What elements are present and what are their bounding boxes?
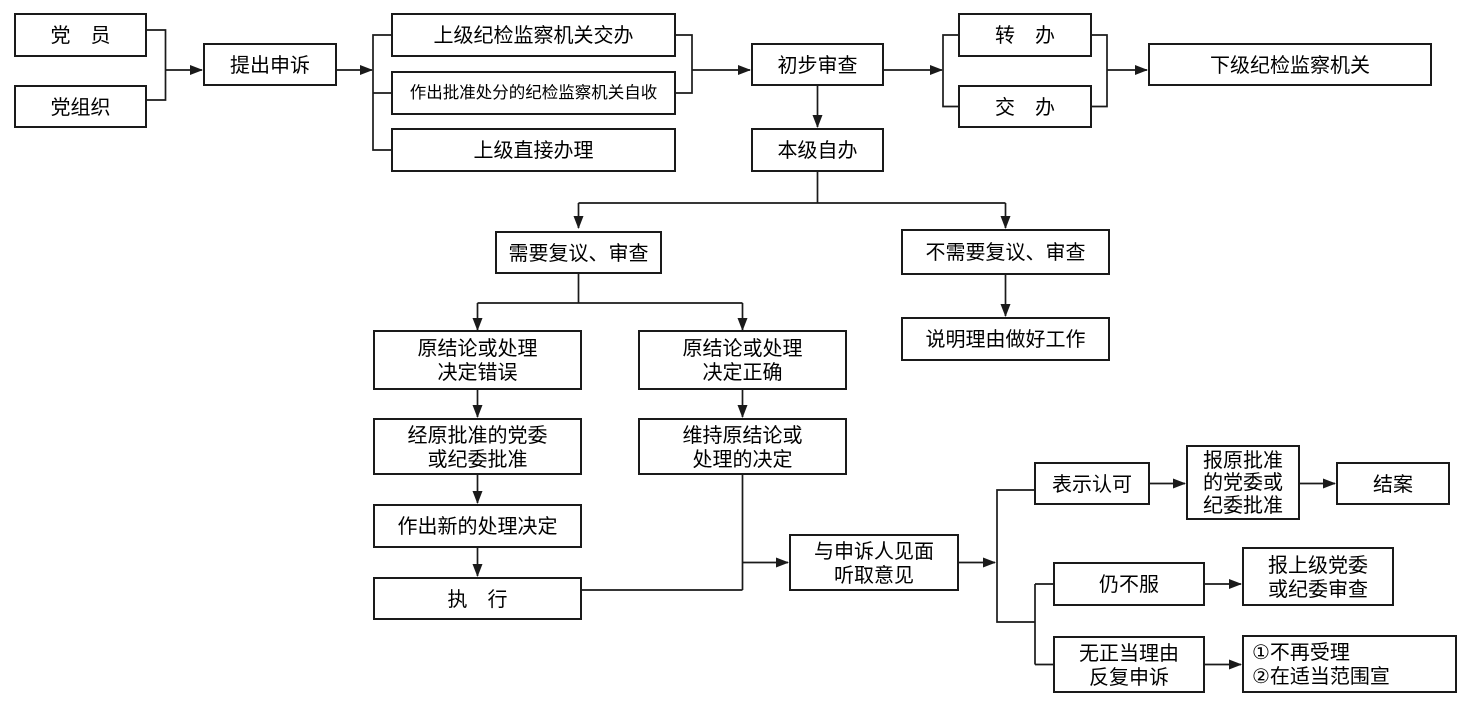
node-no-longer-accept: ①不再受理 ②在适当范围宣 <box>1242 635 1457 693</box>
node-party-member: 党 员 <box>14 13 147 57</box>
node-execute: 执 行 <box>373 577 582 620</box>
node-preliminary-review: 初步审查 <box>751 43 884 86</box>
node-original-decision-correct: 原结论或处理 决定正确 <box>638 330 847 390</box>
node-need-reconsideration: 需要复议、审查 <box>495 231 662 274</box>
node-repeated-appeal: 无正当理由 反复申诉 <box>1053 636 1205 693</box>
node-close-case: 结案 <box>1336 462 1450 505</box>
node-still-unconvinced: 仍不服 <box>1053 562 1205 606</box>
node-meet-appellant: 与申诉人见面 听取意见 <box>789 534 959 591</box>
node-higher-org-assign: 上级纪检监察机关交办 <box>391 13 676 57</box>
node-assign: 交 办 <box>958 85 1092 128</box>
node-explain-reasons: 说明理由做好工作 <box>901 317 1110 361</box>
node-maintain-original-decision: 维持原结论或 处理的决定 <box>638 418 847 475</box>
node-no-need-reconsideration: 不需要复议、审查 <box>901 229 1110 275</box>
node-self-handle: 本级自办 <box>751 128 884 172</box>
node-original-org-receive: 作出批准处分的纪检监察机关自收 <box>391 71 676 115</box>
node-lower-discipline-org: 下级纪检监察机关 <box>1148 43 1432 86</box>
node-report-original-committee: 报原批准 的党委或 纪委批准 <box>1186 445 1300 520</box>
arrow-lines <box>165 65 1336 670</box>
node-transfer: 转 办 <box>958 13 1092 57</box>
node-report-higher-committee: 报上级党委 或纪委审查 <box>1242 547 1394 606</box>
node-party-organization: 党组织 <box>14 85 147 128</box>
node-file-appeal: 提出申诉 <box>203 43 337 86</box>
node-higher-direct-handle: 上级直接办理 <box>391 128 676 172</box>
node-make-new-decision: 作出新的处理决定 <box>373 504 582 548</box>
node-accept: 表示认可 <box>1034 462 1150 505</box>
node-approve-by-original-committee: 经原批准的党委 或纪委批准 <box>373 418 582 475</box>
node-original-decision-wrong: 原结论或处理 决定错误 <box>373 330 582 390</box>
